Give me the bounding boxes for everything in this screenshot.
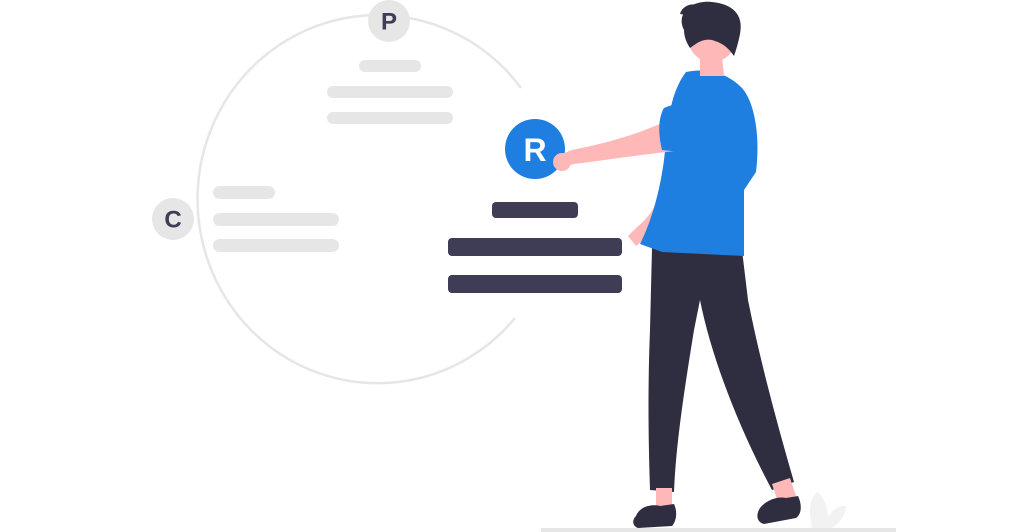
cycle-ring [196,13,523,385]
p-text-lines [327,60,453,124]
badge-r-letter: R [523,132,546,168]
ground-line [541,528,896,532]
badge-p: P [368,0,410,42]
c-text-lines [213,186,339,252]
plant [810,492,846,528]
person [553,1,801,528]
badge-c-letter: C [164,207,181,234]
badge-p-letter: P [381,9,397,36]
badge-c: C [152,198,194,240]
badge-r: R [505,119,565,179]
r-text-lines [448,202,622,293]
